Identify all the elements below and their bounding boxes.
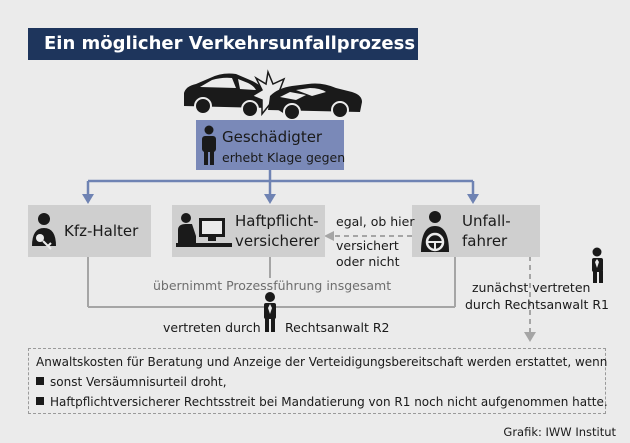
key-icon <box>36 234 52 250</box>
arrow-head-right <box>467 194 479 204</box>
node-geschaedigter-title: Geschädigter <box>222 128 323 146</box>
steering-wheel-icon <box>425 232 445 252</box>
bullet-square <box>36 397 44 405</box>
node-kfz-halter-label: Kfz-Halter <box>64 222 139 240</box>
arrow-head-center <box>264 194 276 204</box>
page-title: Ein möglicher Verkehrsunfallprozess <box>28 28 418 60</box>
edge-label-zunaechst-line1: zunächst vertreten <box>472 280 591 295</box>
arrow-head-note <box>524 332 536 342</box>
node-haftpflicht-line2: versicherer <box>235 232 320 250</box>
source-credit: Grafik: IWW Institut <box>503 425 616 439</box>
node-haftpflicht-line1: Haftpflicht- <box>235 212 319 230</box>
note-intro: Anwaltskosten für Beratung und Anzeige d… <box>36 355 608 369</box>
note-item: sonst Versäumnisurteil droht, <box>36 374 227 390</box>
node-unfallfahrer-line1: Unfall- <box>462 212 511 230</box>
note-box <box>28 348 606 414</box>
note-item: Haftpflichtversicherer Rechtsstreit bei … <box>36 394 608 410</box>
bullet-square <box>36 377 44 385</box>
edge-label-prozessfuehrung: übernimmt Prozessführung insgesamt <box>150 278 395 294</box>
node-geschaedigter <box>196 120 344 170</box>
edge-label-egal-line1: egal, ob hier <box>336 214 415 229</box>
note-item-text: Haftpflichtversicherer Rechtsstreit bei … <box>50 395 608 409</box>
note-item-text: sonst Versäumnisurteil droht, <box>50 375 227 389</box>
node-unfallfahrer-line2: fahrer <box>462 232 508 250</box>
edge-label-egal-line3: oder nicht <box>336 254 400 269</box>
node-haftpflichtversicherer <box>172 205 325 257</box>
edge-label-rechtsanwalt-r2: Rechtsanwalt R2 <box>285 320 390 335</box>
arrow-head-left <box>82 194 94 204</box>
edge-label-egal-line2: versichert <box>336 238 399 253</box>
edge-label-vertreten-durch: vertreten durch <box>163 320 261 335</box>
arrow-head-insurer <box>324 231 334 241</box>
node-geschaedigter-subtitle: erhebt Klage gegen <box>222 150 346 165</box>
edge-label-zunaechst-line2: durch Rechtsanwalt R1 <box>465 297 609 312</box>
